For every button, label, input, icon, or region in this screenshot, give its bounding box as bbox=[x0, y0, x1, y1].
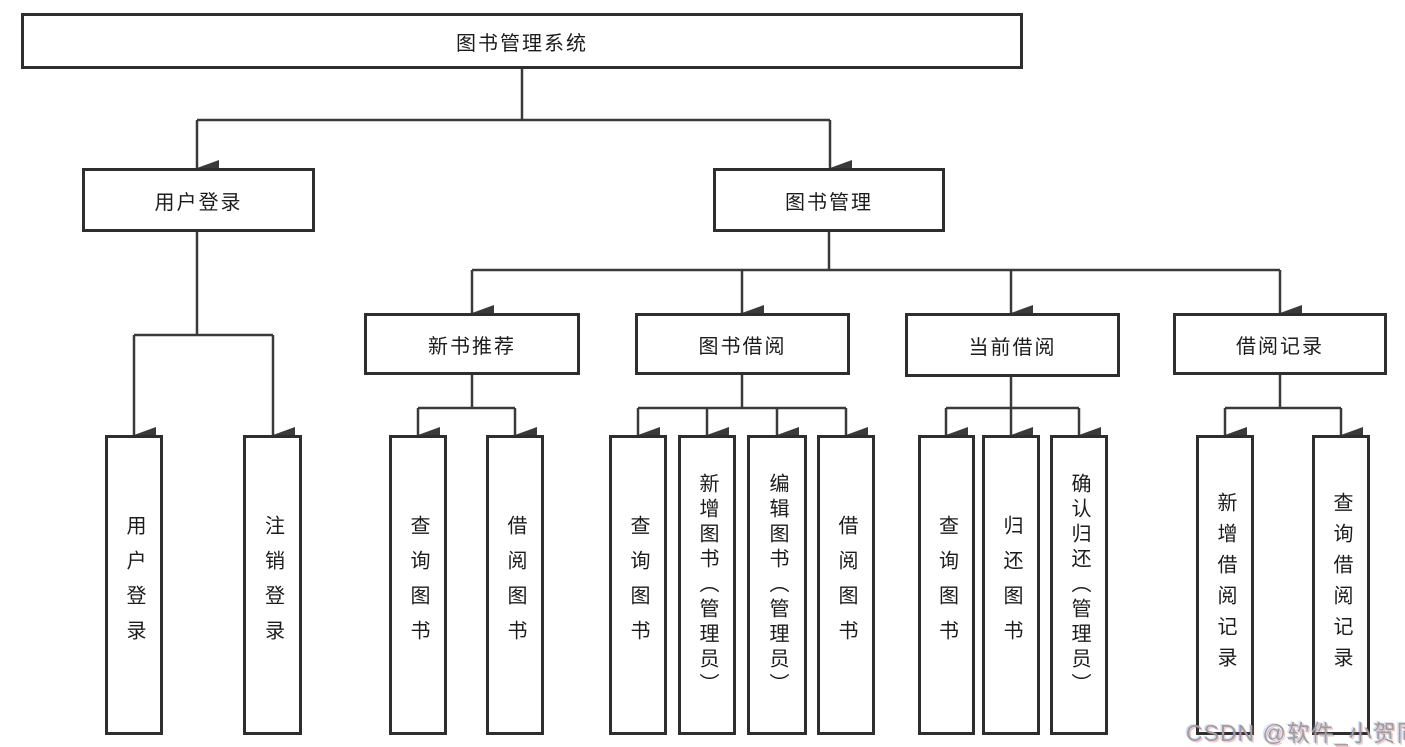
leaf-user-login: 用户登录 bbox=[105, 435, 163, 735]
node-library-management-system: 图书管理系统 bbox=[21, 13, 1023, 69]
node-book-management: 图书管理 bbox=[713, 168, 945, 232]
elbow-user-login-children bbox=[134, 232, 273, 337]
elbow-new-book-children bbox=[418, 375, 515, 410]
leaf-query-books: 查询图书 bbox=[609, 435, 667, 735]
leaf-add-books-admin: 新增图书（管理员） bbox=[678, 435, 736, 735]
elbow-borrow-records-children bbox=[1225, 375, 1341, 410]
node-book-borrowing: 图书借阅 bbox=[635, 313, 850, 375]
elbow-root-to-level2 bbox=[197, 69, 830, 122]
leaf-edit-books-admin: 编辑图书（管理员） bbox=[747, 435, 807, 735]
leaf-query-books: 查询图书 bbox=[918, 435, 975, 735]
leaf-logout: 注销登录 bbox=[243, 435, 302, 735]
leaf-add-borrow-record: 新增借阅记录 bbox=[1196, 435, 1254, 735]
node-new-book-recommend: 新书推荐 bbox=[364, 313, 580, 375]
elbow-book-borrow-children bbox=[638, 375, 846, 410]
leaf-borrow-books: 借阅图书 bbox=[817, 435, 875, 735]
elbow-book-mgmt-to-level3 bbox=[472, 232, 1280, 272]
node-user-login: 用户登录 bbox=[82, 168, 315, 232]
node-current-borrowing: 当前借阅 bbox=[905, 313, 1120, 377]
leaf-query-books: 查询图书 bbox=[389, 435, 447, 735]
node-borrowing-records: 借阅记录 bbox=[1173, 313, 1387, 375]
leaf-query-borrow-record: 查询借阅记录 bbox=[1312, 435, 1370, 735]
leaf-return-books: 归还图书 bbox=[982, 435, 1040, 735]
leaf-borrow-books: 借阅图书 bbox=[486, 435, 544, 735]
elbow-current-borrow-children bbox=[946, 377, 1079, 410]
csdn-watermark: CSDN @软件_小贺同学 bbox=[1186, 720, 1405, 746]
leaf-confirm-return-admin: 确认归还（管理员） bbox=[1050, 435, 1108, 735]
